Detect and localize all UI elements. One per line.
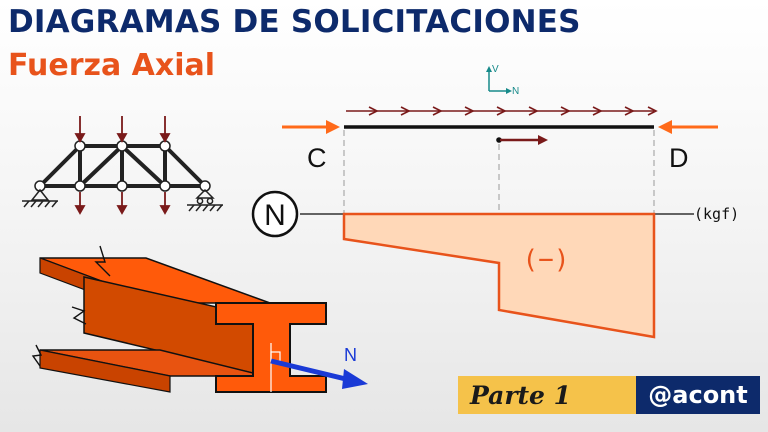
axis-v-label: V (492, 64, 499, 75)
part-tag: Parte 1 (458, 376, 636, 414)
beam-force-vector (270, 358, 351, 383)
page-subtitle: Fuerza Axial (8, 48, 216, 83)
end-force-d (658, 120, 718, 134)
projection-lines (343, 130, 655, 263)
beam-force-label: N (344, 345, 357, 365)
internal-force-arrow (496, 135, 548, 145)
handle-tag: @acont (636, 376, 760, 414)
axial-diagram-area (342, 212, 656, 339)
axes-indicator: V N (486, 64, 519, 97)
unit-label: (kgf) (694, 205, 739, 223)
sign-label: (−) (523, 245, 570, 275)
node-d-label: D (669, 143, 689, 173)
node-c-label: C (307, 143, 327, 173)
page-title: DIAGRAMAS DE SOLICITACIONES (8, 4, 581, 40)
axis-n-label: N (512, 86, 519, 97)
diagram-symbol: N (251, 190, 299, 238)
distributed-load-arrows (346, 106, 658, 116)
diagram-symbol-label: N (264, 199, 286, 232)
end-force-c (282, 120, 340, 134)
